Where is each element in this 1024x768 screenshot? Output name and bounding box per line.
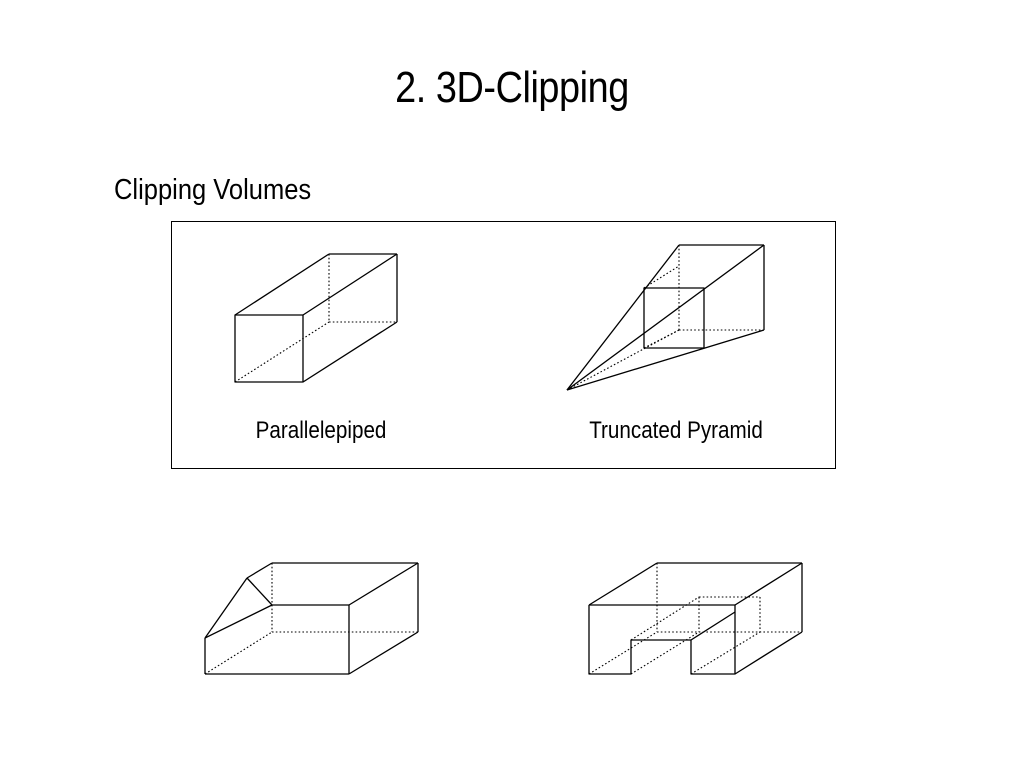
truncated-pyramid-caption: Truncated Pyramid [589, 417, 763, 444]
parallelepiped-front-face [234, 314, 304, 383]
parallelepiped-caption: Parallelepiped [255, 417, 387, 444]
notched-box-front-face [588, 604, 736, 675]
notched-box-hidden-edge [630, 631, 700, 675]
chamfered-box-edge [348, 562, 419, 606]
pyramid-near-face [643, 287, 705, 349]
chamfered-box-edge [204, 604, 273, 639]
chamfered-box-edge [204, 577, 248, 639]
parallelepiped-edge [302, 321, 398, 383]
pyramid-edge [566, 244, 680, 391]
chamfered-box-hidden-edge [204, 631, 273, 675]
notched-box-edge [690, 611, 736, 641]
section-heading: Clipping Volumes [114, 174, 312, 206]
chamfered-box-edge [348, 631, 419, 675]
pyramid-edge [566, 329, 765, 391]
slide-title: 2. 3D-Clipping [395, 63, 629, 112]
parallelepiped-edge [234, 253, 330, 316]
notched-box-edge [588, 562, 658, 606]
parallelepiped-edge [302, 253, 398, 316]
pyramid-hidden-edge [643, 265, 680, 289]
chamfered-box-edge [246, 562, 273, 579]
notched-box-shape [588, 562, 803, 675]
notched-box-edge [734, 631, 803, 675]
notched-box-hidden-edge [690, 631, 761, 675]
parallelepiped-hidden-edge [234, 321, 330, 383]
chamfered-box-edge [246, 577, 273, 606]
truncated-pyramid-shape [566, 244, 765, 391]
chamfered-box-shape [204, 562, 419, 675]
notched-box-hidden-edge [630, 596, 700, 641]
notched-box-hidden-edge [588, 631, 658, 675]
notched-box-edge [734, 562, 803, 606]
parallelepiped-shape [234, 253, 398, 383]
pyramid-hidden-edge [643, 329, 680, 349]
pyramid-edge [566, 244, 765, 391]
clipping-volumes-frame [171, 221, 836, 469]
